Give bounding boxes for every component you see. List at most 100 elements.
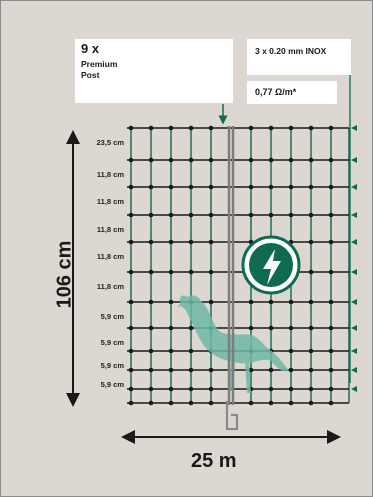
mesh-knot bbox=[128, 125, 134, 131]
mesh-knot bbox=[168, 348, 174, 354]
mesh-knot bbox=[188, 325, 194, 331]
mesh-knot bbox=[268, 325, 274, 331]
mesh-knot bbox=[168, 184, 174, 190]
mesh-knot bbox=[148, 212, 154, 218]
mesh-knot bbox=[128, 184, 134, 190]
mesh-knot bbox=[188, 157, 194, 163]
wire-spec-text: 3 x 0.20 mm INOX bbox=[255, 46, 327, 56]
mesh-knot bbox=[268, 184, 274, 190]
mesh-knot bbox=[208, 269, 214, 275]
mesh-knot bbox=[188, 348, 194, 354]
mesh-knot bbox=[268, 157, 274, 163]
mesh-knot bbox=[308, 125, 314, 131]
mesh-knot bbox=[168, 325, 174, 331]
mesh-knot bbox=[288, 348, 294, 354]
mesh-knot bbox=[268, 386, 274, 392]
mesh-knot bbox=[328, 184, 334, 190]
resistance-box: 0,77 Ω/m* bbox=[247, 81, 337, 104]
mesh-knot bbox=[308, 367, 314, 373]
mesh-knot bbox=[168, 299, 174, 305]
mesh-knot bbox=[308, 269, 314, 275]
mesh-knot bbox=[248, 400, 254, 406]
mesh-knot bbox=[128, 348, 134, 354]
mesh-knot bbox=[268, 367, 274, 373]
mesh-knot bbox=[328, 348, 334, 354]
mesh-knot bbox=[288, 125, 294, 131]
mesh-knot bbox=[128, 299, 134, 305]
mesh-knot bbox=[328, 239, 334, 245]
mesh-knot bbox=[308, 157, 314, 163]
mesh-knot bbox=[188, 367, 194, 373]
mesh-knot bbox=[128, 269, 134, 275]
mesh-knot bbox=[148, 400, 154, 406]
mesh-knot bbox=[128, 367, 134, 373]
mesh-knot bbox=[308, 400, 314, 406]
mesh-knot bbox=[148, 157, 154, 163]
mesh-knot bbox=[128, 386, 134, 392]
mesh-knot bbox=[168, 386, 174, 392]
wire-arrow-marker bbox=[351, 212, 357, 218]
mesh-knot bbox=[148, 348, 154, 354]
mesh-knot bbox=[208, 299, 214, 305]
wire-arrow-marker bbox=[351, 157, 357, 163]
mesh-knot bbox=[168, 125, 174, 131]
mesh-knot bbox=[328, 269, 334, 275]
mesh-knot bbox=[308, 348, 314, 354]
wire-arrow-marker bbox=[351, 386, 357, 392]
mesh-knot bbox=[268, 212, 274, 218]
mesh-knot bbox=[288, 212, 294, 218]
spacing-label: 11,8 cm bbox=[96, 225, 124, 234]
mesh-knot bbox=[288, 299, 294, 305]
mesh-knot bbox=[268, 299, 274, 305]
mesh-knot bbox=[288, 325, 294, 331]
mesh-knot bbox=[328, 386, 334, 392]
mesh-knot bbox=[288, 157, 294, 163]
wire-arrow-marker bbox=[351, 367, 357, 373]
mesh-knot bbox=[188, 212, 194, 218]
mesh-knot bbox=[248, 125, 254, 131]
mesh-knot bbox=[268, 400, 274, 406]
mesh-knot bbox=[248, 184, 254, 190]
mesh-knot bbox=[308, 325, 314, 331]
mesh-knot bbox=[308, 239, 314, 245]
mesh-knot bbox=[128, 212, 134, 218]
height-label: 106 cm bbox=[53, 240, 76, 309]
mesh-knot bbox=[148, 367, 154, 373]
mesh-knot bbox=[148, 125, 154, 131]
wire-spec-box: 3 x 0.20 mm INOX bbox=[247, 39, 351, 75]
lightning-warning-icon bbox=[241, 235, 301, 295]
mesh-knot bbox=[208, 367, 214, 373]
mesh-knot bbox=[168, 157, 174, 163]
mesh-knot bbox=[188, 125, 194, 131]
mesh-knot bbox=[248, 325, 254, 331]
mesh-knot bbox=[188, 184, 194, 190]
mesh-knot bbox=[288, 184, 294, 190]
mesh-knot bbox=[188, 239, 194, 245]
fence-post bbox=[225, 126, 239, 431]
mesh-knot bbox=[308, 212, 314, 218]
mesh-knot bbox=[168, 269, 174, 275]
mesh-knot bbox=[248, 157, 254, 163]
mesh-knot bbox=[328, 299, 334, 305]
mesh-knot bbox=[248, 212, 254, 218]
spacing-label: 11,8 cm bbox=[96, 197, 124, 206]
wire-arrow-marker bbox=[351, 184, 357, 190]
spacing-label: 5,9 cm bbox=[100, 361, 124, 370]
mesh-knot bbox=[208, 212, 214, 218]
mesh-knot bbox=[168, 212, 174, 218]
mesh-knot bbox=[288, 367, 294, 373]
wire-arrow-marker bbox=[351, 269, 357, 275]
mesh-knot bbox=[328, 157, 334, 163]
mesh-knot bbox=[168, 367, 174, 373]
mesh-knot bbox=[248, 299, 254, 305]
mesh-knot bbox=[128, 325, 134, 331]
mesh-knot bbox=[208, 400, 214, 406]
spacing-label: 23,5 cm bbox=[96, 138, 124, 147]
mesh-knot bbox=[288, 386, 294, 392]
spacing-label: 11,8 cm bbox=[96, 252, 124, 261]
mesh-knot bbox=[148, 184, 154, 190]
mesh-knot bbox=[328, 367, 334, 373]
spacing-label: 11,8 cm bbox=[96, 170, 124, 179]
